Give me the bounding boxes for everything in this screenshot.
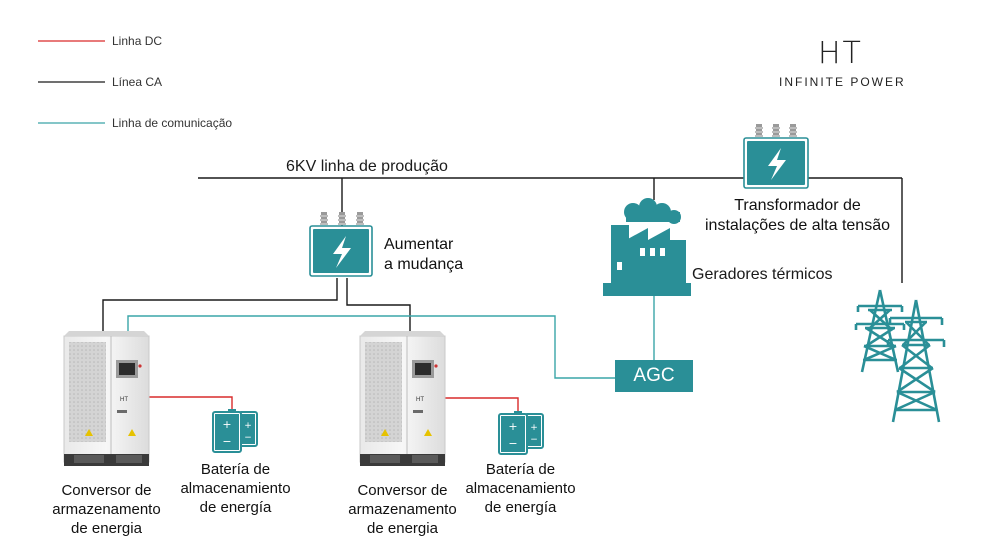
hv-transformer-label: Transformador de instalações de alta ten… bbox=[700, 196, 895, 236]
converter-cabinet-icon-2 bbox=[359, 331, 446, 466]
battery1-label: Batería de almacenamiento de energía bbox=[173, 460, 298, 517]
svg-text:+: + bbox=[508, 420, 517, 433]
converter1-label: Conversor de armazenamento de energia bbox=[44, 481, 169, 538]
agc-box bbox=[615, 360, 693, 392]
legend-comm-label: Linha de comunicação bbox=[112, 116, 233, 130]
thermal-label: Geradores térmicos bbox=[692, 266, 833, 283]
battery1-label-line1: Batería de bbox=[200, 461, 271, 478]
battery2-label-line3: de energía bbox=[484, 499, 557, 516]
step-up-label-line1: Aumentar bbox=[384, 236, 454, 253]
svg-text:−: − bbox=[244, 433, 252, 443]
bus-label: 6KV linha de produção bbox=[286, 158, 448, 175]
hv-transformer-icon bbox=[743, 124, 809, 189]
legend-dc-label: Linha DC bbox=[112, 34, 163, 48]
converter1-label-line3: de energia bbox=[71, 520, 142, 537]
battery2-label-line2: almacenamiento bbox=[465, 480, 576, 497]
legend-ac-label: Línea CA bbox=[112, 75, 163, 89]
factory-icon bbox=[603, 198, 691, 296]
comm-lines bbox=[127, 296, 655, 379]
battery2-label-line1: Batería de bbox=[485, 461, 556, 478]
step-up-label: Aumentar a mudança bbox=[384, 235, 463, 275]
agc-label: AGC bbox=[633, 365, 675, 386]
battery-icon-1: + − + − bbox=[212, 409, 258, 453]
battery1-label-line3: de energía bbox=[199, 499, 272, 516]
converter-cabinet-icon-1 bbox=[63, 331, 150, 466]
converter2-label-line3: de energia bbox=[367, 520, 438, 537]
svg-text:+: + bbox=[530, 423, 538, 433]
brand-tagline: INFINITE POWER bbox=[779, 75, 906, 89]
converter2-label-line1: Conversor de bbox=[357, 482, 448, 499]
cabinet1-brand-mark: HT bbox=[120, 397, 128, 403]
step-up-transformer-icon bbox=[309, 212, 373, 277]
battery-icon-2: + − + − bbox=[498, 411, 544, 455]
brand-logo: HT bbox=[818, 36, 863, 71]
svg-text:−: − bbox=[530, 435, 538, 445]
dc-lines bbox=[148, 396, 519, 412]
hv-transformer-label-line1: Transformador de bbox=[734, 197, 861, 214]
battery1-label-line2: almacenamiento bbox=[180, 480, 291, 497]
converter2-label: Conversor de armazenamento de energia bbox=[340, 481, 465, 538]
converter1-label-line2: armazenamento bbox=[52, 501, 161, 518]
converter2-label-line2: armazenamento bbox=[348, 501, 457, 518]
transmission-tower-icon bbox=[854, 289, 946, 423]
svg-text:−: − bbox=[508, 437, 517, 450]
battery2-label: Batería de almacenamiento de energía bbox=[458, 460, 583, 517]
svg-text:−: − bbox=[222, 435, 231, 448]
step-up-label-line2: a mudança bbox=[384, 256, 464, 273]
svg-text:+: + bbox=[222, 418, 231, 431]
svg-text:+: + bbox=[244, 421, 252, 431]
hv-transformer-label-line2: instalações de alta tensão bbox=[704, 217, 890, 234]
converter1-label-line1: Conversor de bbox=[61, 482, 152, 499]
cabinet2-brand-mark: HT bbox=[416, 397, 424, 403]
